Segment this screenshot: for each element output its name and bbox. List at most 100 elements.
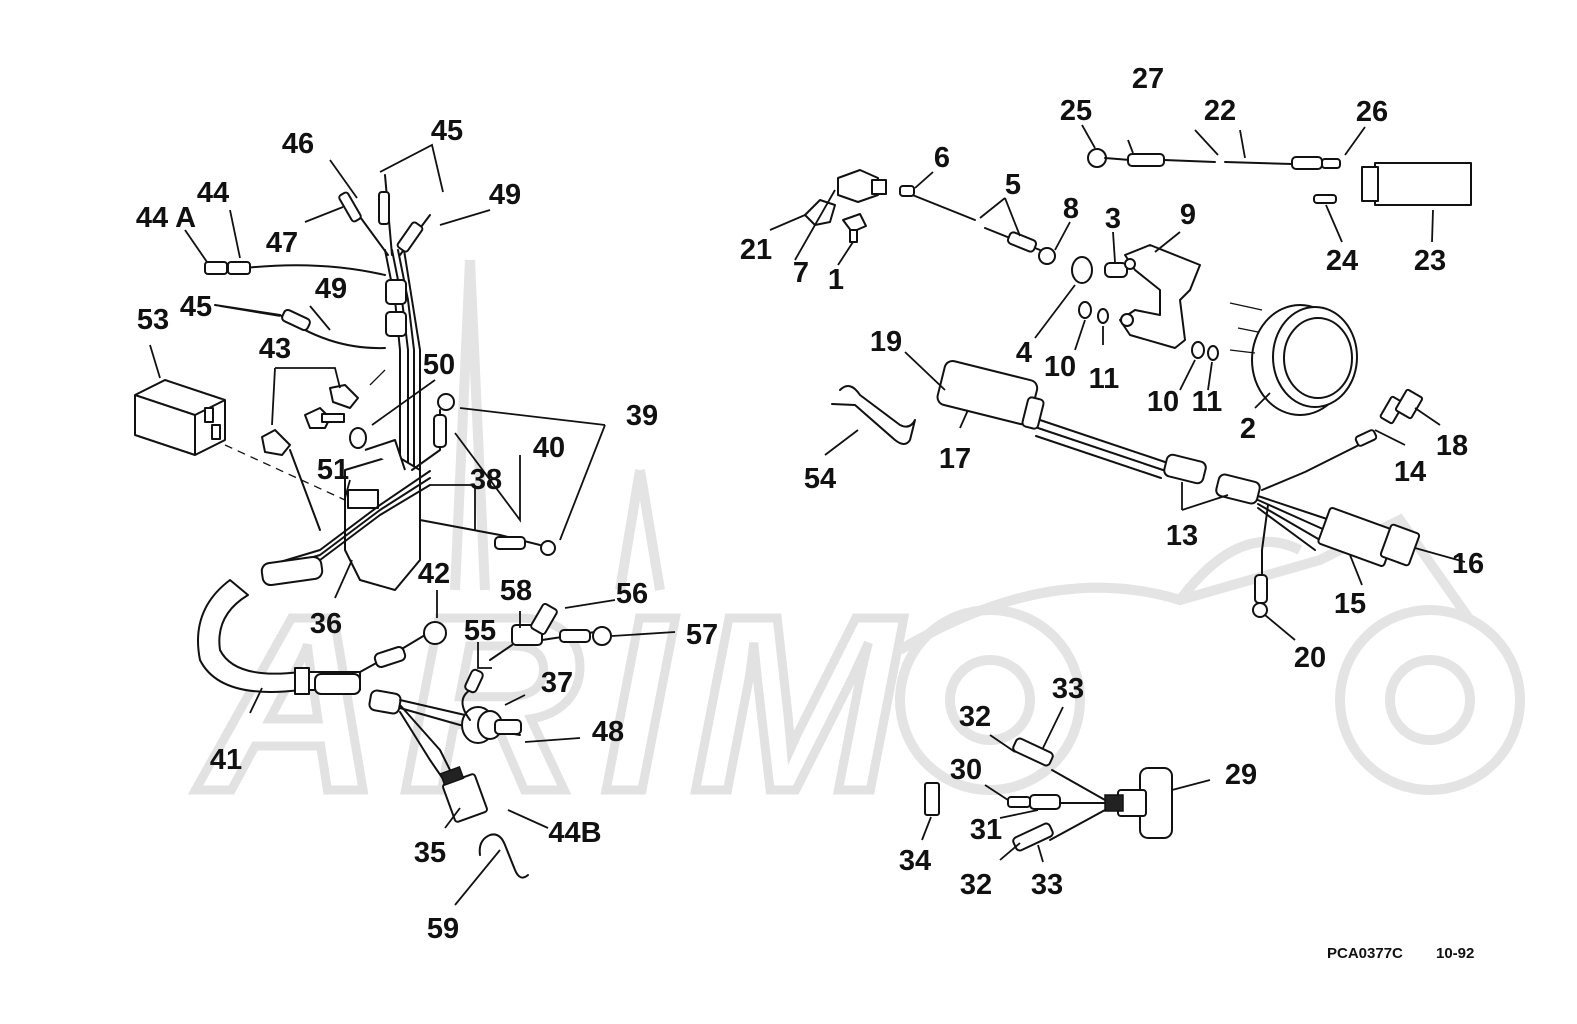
- figure-code: PCA0377C: [1327, 945, 1403, 962]
- callout-10b: 10: [1147, 386, 1179, 418]
- sleeve-lower: [368, 689, 402, 715]
- gauge-2: [1229, 302, 1358, 416]
- callout-1: 1: [828, 264, 844, 296]
- callout-54: 54: [804, 463, 836, 495]
- terminal-5: [1006, 231, 1038, 253]
- ring-terminal-8: [1038, 247, 1056, 265]
- sleeve-36: [260, 555, 324, 587]
- callout-55: 55: [464, 615, 496, 647]
- washer-11b: [1207, 345, 1219, 361]
- bulb-3: [1104, 262, 1128, 278]
- gauge-assembly: [804, 148, 1472, 416]
- sensor-58: [511, 602, 558, 646]
- callout-15: 15: [1334, 588, 1366, 620]
- nut-10a: [1078, 301, 1092, 319]
- trim-harness-assembly: [831, 359, 1424, 618]
- bracket-9-hole: [1124, 258, 1136, 270]
- connector-44a: [204, 261, 228, 275]
- terminal-26: [1321, 158, 1341, 169]
- clamp-41: [294, 667, 310, 695]
- sleeve-13a: [1163, 453, 1207, 485]
- connector-35-latch: [439, 765, 465, 787]
- terminal-33b: [1012, 822, 1054, 852]
- ring-terminal-25: [1087, 148, 1107, 168]
- callout-44a: 44 A: [136, 202, 196, 234]
- washer-11a: [1097, 308, 1109, 324]
- callout-42: 42: [418, 558, 450, 590]
- terminal-40: [433, 414, 447, 448]
- callout-56: 56: [616, 578, 648, 610]
- callout-49a: 49: [489, 179, 521, 211]
- callout-21: 21: [740, 234, 772, 266]
- callout-23: 23: [1414, 245, 1446, 277]
- callout-18: 18: [1436, 430, 1468, 462]
- callout-39: 39: [626, 400, 658, 432]
- terminal-47: [338, 191, 362, 223]
- callout-20: 20: [1294, 642, 1326, 674]
- callout-45b: 45: [180, 291, 212, 323]
- ring-terminal-39: [540, 540, 556, 556]
- callout-16: 16: [1452, 548, 1484, 580]
- callout-45a: 45: [431, 115, 463, 147]
- callout-5: 5: [1005, 169, 1021, 201]
- terminal-20: [1254, 574, 1268, 604]
- terminal-42: [373, 646, 407, 668]
- watermark-castle: [450, 259, 665, 591]
- terminal-6: [899, 185, 915, 197]
- nut-10b: [1191, 341, 1205, 359]
- callout-11a: 11: [1089, 363, 1120, 395]
- callout-46: 46: [282, 128, 314, 160]
- terminal-33a: [1012, 737, 1054, 767]
- callout-41: 41: [210, 744, 242, 776]
- callout-24: 24: [1326, 245, 1358, 277]
- sleeve-13b: [1215, 473, 1261, 505]
- sleeve-41-end: [314, 673, 361, 695]
- sleeve-34: [924, 782, 940, 816]
- terminal-45-right: [396, 221, 424, 253]
- callout-14: 14: [1394, 456, 1426, 488]
- callout-33a: 33: [1052, 673, 1084, 705]
- figure-date: 10-92: [1436, 945, 1474, 962]
- callout-25: 25: [1060, 95, 1092, 127]
- callout-33b: 33: [1031, 869, 1063, 901]
- callout-49b: 49: [315, 273, 347, 305]
- callout-3: 3: [1105, 203, 1121, 235]
- callout-2: 2: [1240, 413, 1256, 445]
- callout-37: 37: [541, 667, 573, 699]
- callout-57: 57: [686, 619, 718, 651]
- callout-8: 8: [1063, 193, 1079, 225]
- terminal-45-left: [281, 308, 311, 332]
- terminal-57: [559, 629, 591, 643]
- callout-36: 36: [310, 608, 342, 640]
- callout-48: 48: [592, 716, 624, 748]
- callout-32b: 32: [960, 869, 992, 901]
- callout-32a: 32: [959, 701, 991, 733]
- terminal-31: [1029, 794, 1061, 810]
- terminal-27: [1127, 153, 1165, 167]
- callout-44: 44: [197, 177, 229, 209]
- watermark-text: ARIM: [195, 564, 920, 843]
- callout-58: 58: [500, 575, 532, 607]
- callout-29: 29: [1225, 759, 1257, 791]
- terminal-22: [1291, 156, 1323, 170]
- bracket-43b: [329, 384, 359, 409]
- callouts: 45 46 44 44 A 49 47 49 45 53 43 50 39 40…: [136, 63, 1484, 945]
- ring-terminal-39b: [437, 393, 455, 411]
- callout-35: 35: [414, 837, 446, 869]
- terminal-48: [494, 719, 522, 735]
- terminal-30: [1007, 796, 1031, 808]
- callout-40: 40: [533, 432, 565, 464]
- callout-17: 17: [939, 443, 971, 475]
- bolt-51: [304, 407, 345, 429]
- clip-21: [804, 199, 836, 226]
- watermark-motorcycle: [895, 513, 1525, 795]
- callout-9: 9: [1180, 199, 1196, 231]
- callout-38: 38: [470, 464, 502, 496]
- screw-1: [842, 213, 867, 243]
- connector-44: [227, 261, 251, 275]
- callout-47: 47: [266, 227, 298, 259]
- bracket-43: [261, 429, 291, 456]
- connector-17: [936, 359, 1045, 430]
- sleeve-mid: [385, 311, 407, 337]
